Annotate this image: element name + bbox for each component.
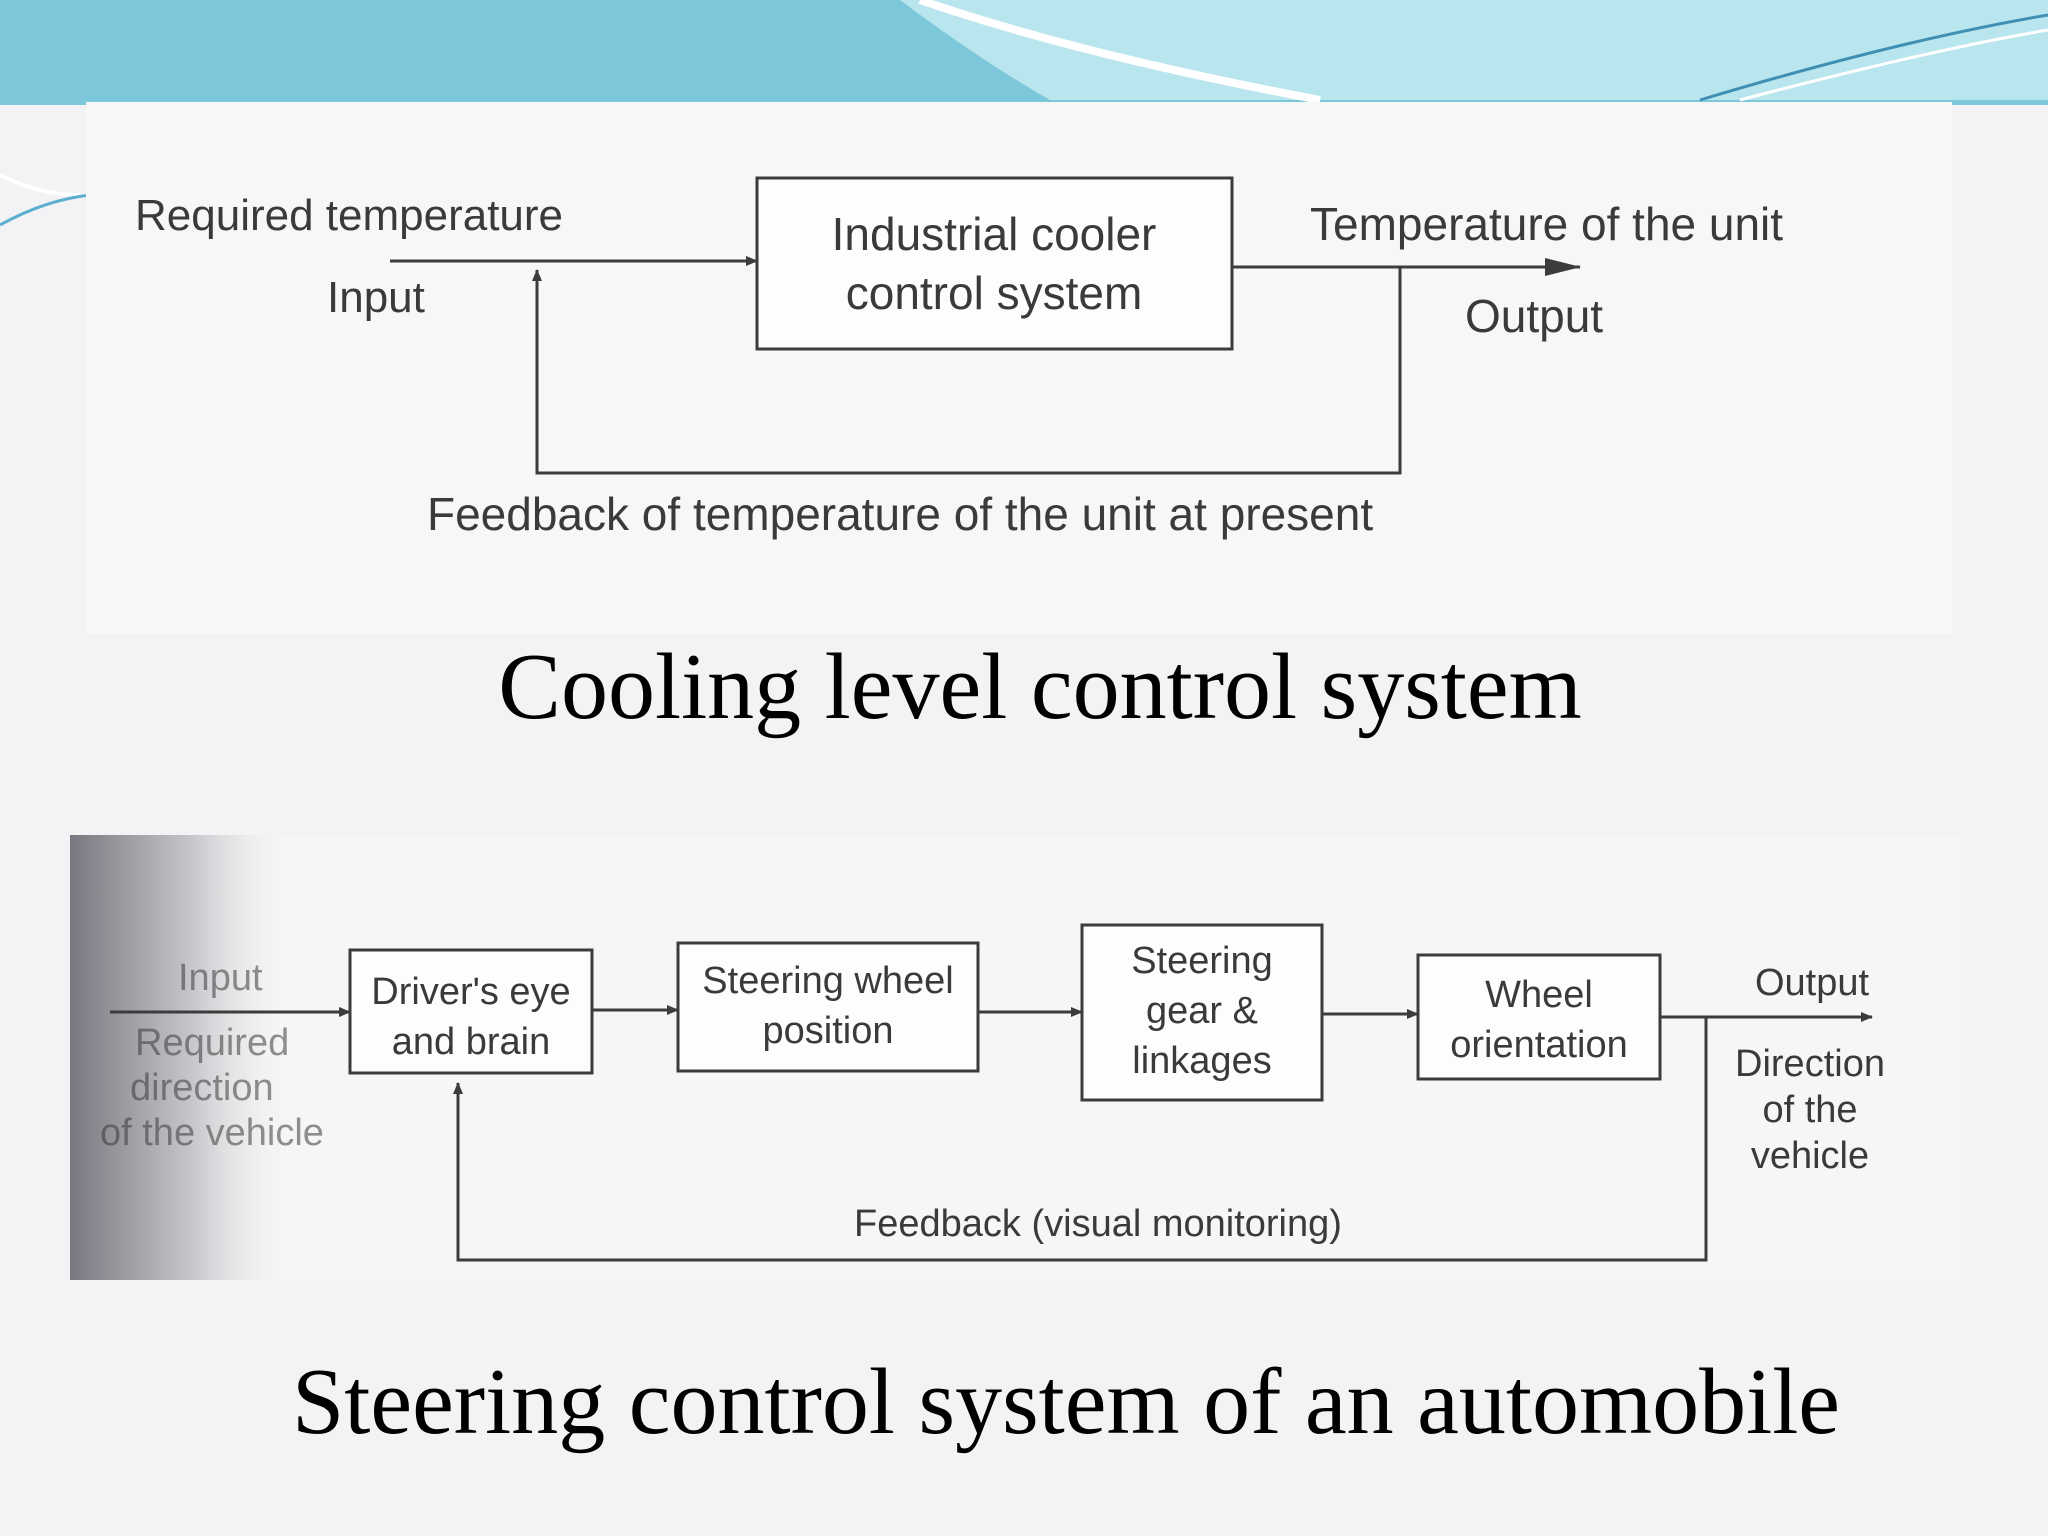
steering-block-wheel-position — [676, 941, 980, 1073]
svg-text:direction: direction — [130, 1067, 274, 1109]
steering-diagram: Input Required direction of the vehicle … — [70, 835, 1960, 1280]
steering-block3-line3: linkages — [1132, 1040, 1271, 1082]
steering-input-text: Input Required direction of the vehicle — [100, 957, 324, 1154]
steering-block3-line1: Steering — [1131, 940, 1273, 982]
cooling-input-desc: Required temperature — [135, 191, 563, 240]
svg-text:Input: Input — [178, 957, 263, 999]
cooling-block-line1: Industrial cooler — [832, 208, 1157, 260]
cooling-feedback-path — [532, 267, 1402, 475]
steering-block3-line2: gear & — [1146, 990, 1258, 1032]
steering-block4-line2: orientation — [1450, 1024, 1627, 1066]
cooling-input-label: Input — [327, 273, 425, 322]
steering-feedback-path — [453, 1017, 1708, 1262]
steering-block2-line1: Steering wheel — [702, 960, 953, 1002]
cooling-diagram: Required temperature Input Industrial co… — [86, 102, 1952, 634]
steering-caption: Steering control system of an automobile — [292, 1350, 1840, 1454]
cooling-controller-block — [755, 176, 1234, 351]
steering-block4-line1: Wheel — [1485, 974, 1593, 1016]
steering-block1-line2: and brain — [392, 1021, 550, 1063]
header-banner — [0, 0, 2048, 227]
cooling-caption: Cooling level control system — [498, 635, 1581, 739]
cooling-output-label: Output — [1465, 290, 1603, 342]
steering-block2-line2: position — [763, 1010, 894, 1052]
steering-output-desc-line1: Direction — [1735, 1043, 1885, 1085]
steering-output-desc-line2: of the — [1762, 1089, 1857, 1131]
cooling-feedback-label: Feedback of temperature of the unit at p… — [427, 488, 1373, 540]
steering-output-desc-line3: vehicle — [1751, 1135, 1869, 1177]
svg-text:of the vehicle: of the vehicle — [100, 1112, 324, 1154]
steering-block1-line1: Driver's eye — [371, 971, 570, 1013]
svg-text:Required: Required — [135, 1022, 289, 1064]
steering-block-drivers-eye — [348, 948, 594, 1075]
steering-output-label: Output — [1755, 962, 1870, 1004]
steering-block-wheel-orientation — [1416, 953, 1662, 1081]
cooling-output-desc: Temperature of the unit — [1310, 198, 1783, 250]
steering-feedback-label: Feedback (visual monitoring) — [854, 1203, 1342, 1245]
steering-left-shadow — [70, 835, 295, 1280]
cooling-block-line2: control system — [846, 267, 1143, 319]
